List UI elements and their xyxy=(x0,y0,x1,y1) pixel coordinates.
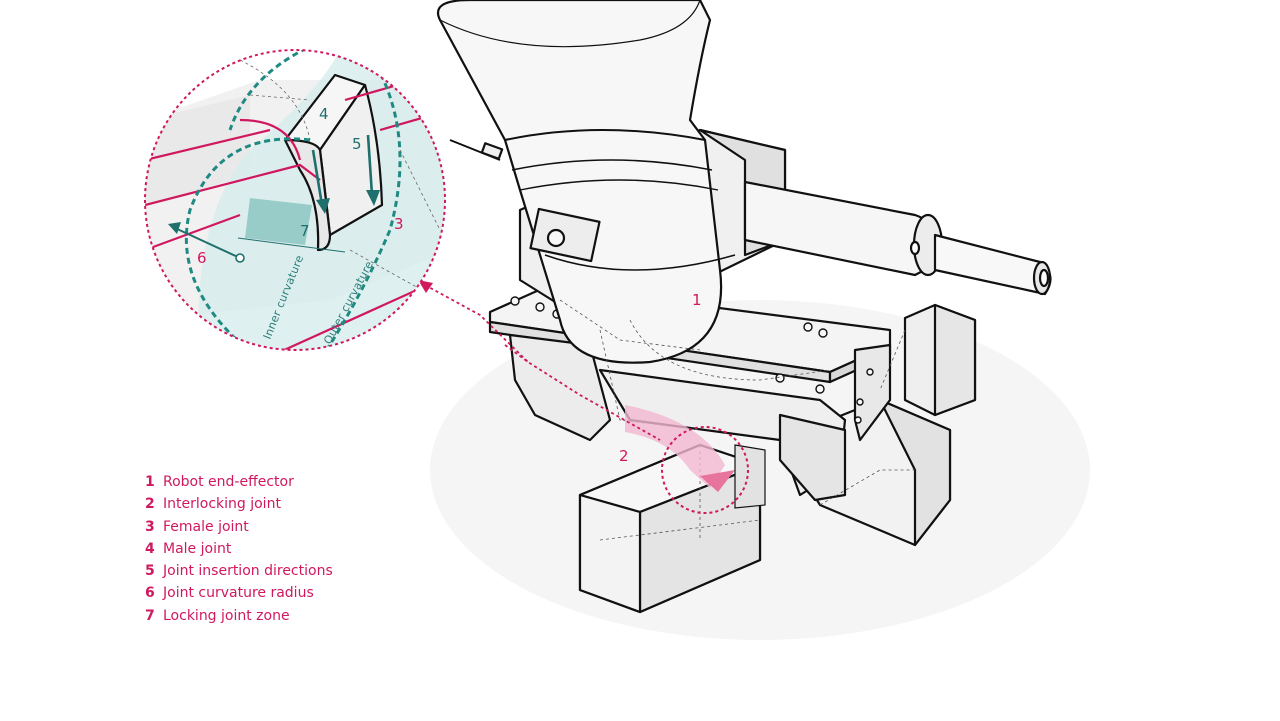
robot-arm xyxy=(437,0,1052,364)
zoom-circle-border xyxy=(144,49,446,351)
callout-6: 6 xyxy=(197,249,207,267)
callout-7: 7 xyxy=(300,222,310,240)
zoom-source-circle xyxy=(661,426,749,514)
callout-4: 4 xyxy=(319,105,329,123)
zoom-detail xyxy=(145,50,445,350)
plate-bolts xyxy=(510,296,874,424)
joint-zone-highlight xyxy=(625,405,766,509)
callout-5: 5 xyxy=(352,135,362,153)
leader-arrowhead xyxy=(418,280,433,293)
callout-2: 2 xyxy=(619,447,629,465)
callout-3: 3 xyxy=(394,215,404,233)
callout-leaders xyxy=(424,284,661,441)
callout-1: 1 xyxy=(692,291,702,309)
